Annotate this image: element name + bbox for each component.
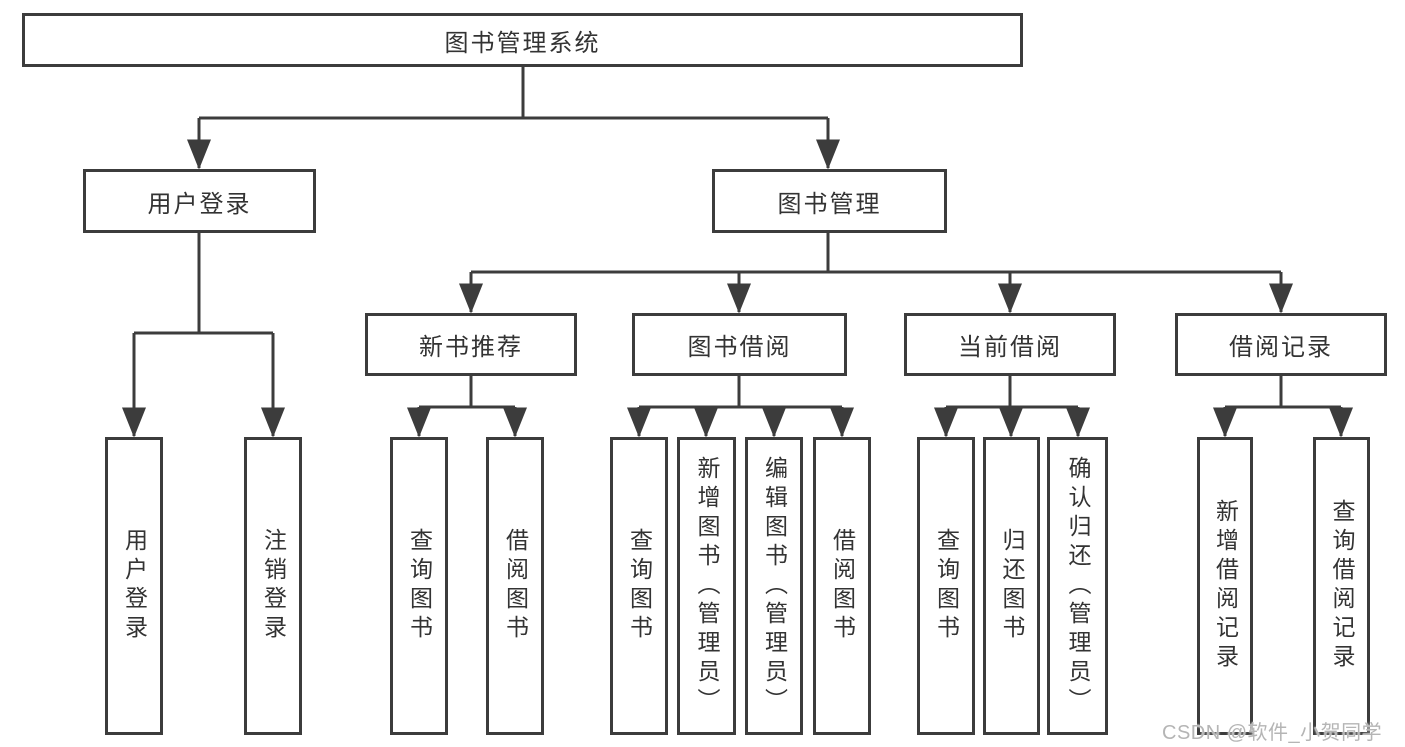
leaf-add-book-admin: 新增图书（管理员） — [677, 437, 736, 735]
leaf-return-books: 归还图书 — [983, 437, 1040, 735]
leaf-edit-book-admin-label: 编辑图书（管理员） — [761, 455, 788, 717]
leaf-edit-book-admin: 编辑图书（管理员） — [745, 437, 803, 735]
node-book-management: 图书管理 — [712, 169, 947, 233]
node-book-borrowing: 图书借阅 — [632, 313, 847, 376]
leaf-query-books-recommend-label: 查询图书 — [406, 528, 433, 644]
leaf-return-books-label: 归还图书 — [999, 528, 1025, 644]
leaf-query-books-borrow-label: 查询图书 — [626, 528, 653, 644]
leaf-query-books-borrow: 查询图书 — [610, 437, 668, 735]
leaf-logout-label: 注销登录 — [260, 528, 287, 644]
node-current-borrowing: 当前借阅 — [904, 313, 1116, 376]
node-root: 图书管理系统 — [22, 13, 1023, 67]
node-user-login: 用户登录 — [83, 169, 316, 233]
leaf-borrow-books-label: 借阅图书 — [829, 528, 856, 644]
csdn-watermark: CSDN @软件_小贺同学 — [1162, 722, 1383, 744]
leaf-logout: 注销登录 — [244, 437, 302, 735]
leaf-add-book-admin-label: 新增图书（管理员） — [694, 455, 720, 717]
leaf-borrow-books: 借阅图书 — [813, 437, 871, 735]
leaf-add-borrow-record: 新增借阅记录 — [1197, 437, 1253, 735]
leaf-user-login: 用户登录 — [105, 437, 163, 735]
node-borrowing-records: 借阅记录 — [1175, 313, 1387, 376]
leaf-query-borrow-record: 查询借阅记录 — [1313, 437, 1370, 735]
leaf-query-borrow-record-label: 查询借阅记录 — [1329, 499, 1355, 673]
leaf-query-books-recommend: 查询图书 — [390, 437, 448, 735]
leaf-borrow-books-recommend-label: 借阅图书 — [502, 528, 529, 644]
leaf-borrow-books-recommend: 借阅图书 — [486, 437, 544, 735]
leaf-user-login-label: 用户登录 — [121, 528, 148, 644]
leaf-query-books-current: 查询图书 — [917, 437, 975, 735]
leaf-confirm-return-admin-label: 确认归还（管理员） — [1065, 455, 1091, 717]
leaf-add-borrow-record-label: 新增借阅记录 — [1212, 499, 1239, 673]
leaf-confirm-return-admin: 确认归还（管理员） — [1047, 437, 1108, 735]
leaf-query-books-current-label: 查询图书 — [933, 528, 960, 644]
node-new-book-recommendation: 新书推荐 — [365, 313, 577, 376]
